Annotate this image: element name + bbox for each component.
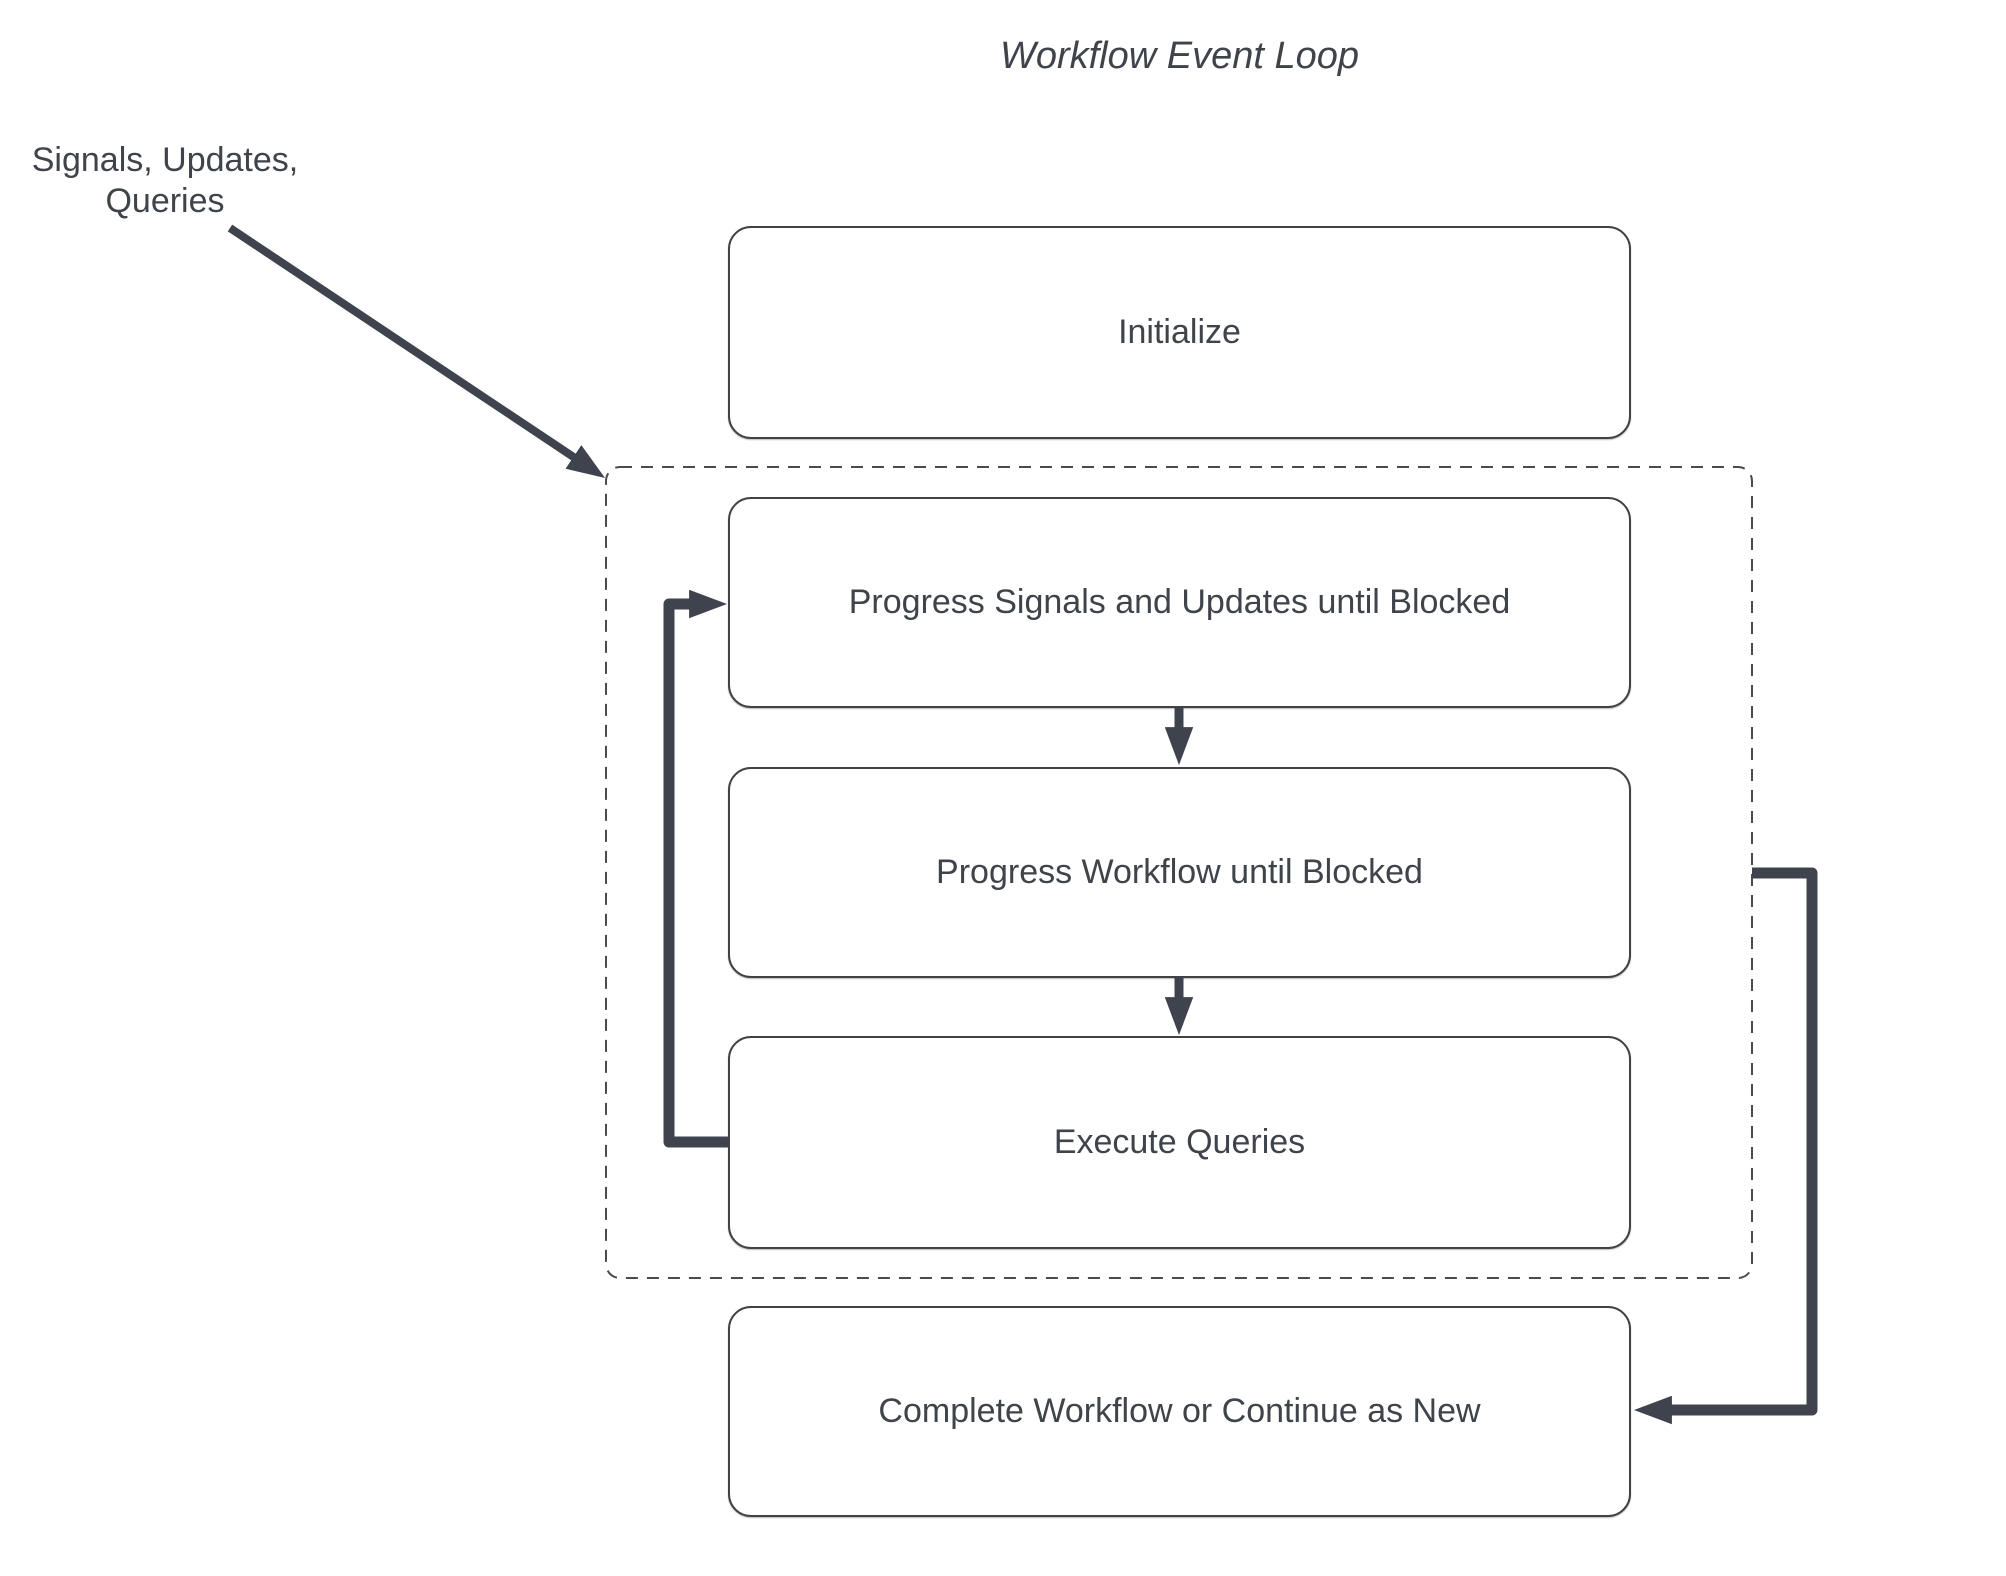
complete-workflow-box-shape bbox=[728, 1306, 1631, 1517]
execute-queries-box-shape bbox=[728, 1036, 1631, 1249]
initialize-box-shape bbox=[728, 226, 1631, 439]
signals-updates-queries-label: Signals, Updates, Queries bbox=[31, 141, 299, 221]
queries-to-signals-loop-arrow bbox=[663, 589, 729, 1148]
event-loop-group-border bbox=[605, 466, 1753, 1279]
signals-to-event-loop-arrow bbox=[227, 224, 606, 479]
diagram-title: Workflow Event Loop bbox=[999, 34, 1360, 77]
progress-signals-box-shape bbox=[728, 497, 1631, 708]
progress-workflow-box-shape bbox=[728, 767, 1631, 978]
event-loop-to-complete-arrow bbox=[1633, 867, 1818, 1425]
